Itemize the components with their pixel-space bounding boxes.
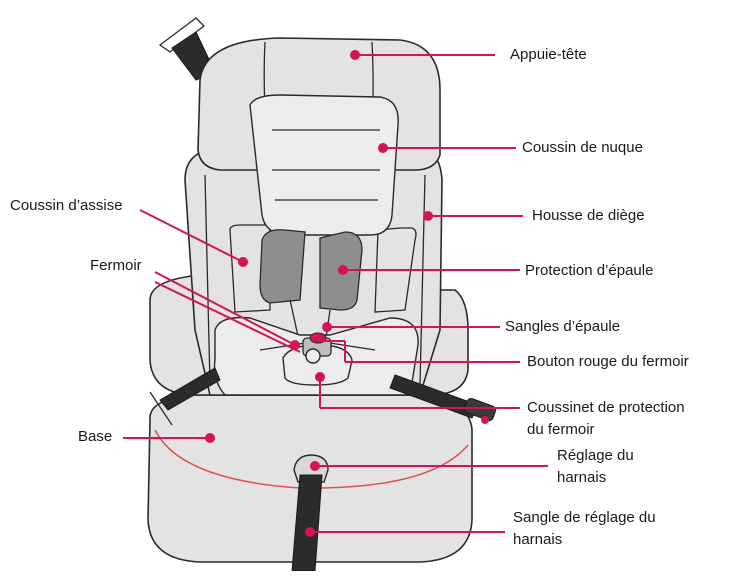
label-clasp: Fermoir	[90, 257, 142, 274]
leader-lines	[123, 50, 548, 537]
label-harness-adjust-line1: Réglage du	[557, 447, 634, 464]
label-harness-strap-line1: Sangle de réglage du	[513, 509, 656, 526]
label-base: Base	[78, 428, 113, 445]
label-headrest: Appuie-tête	[510, 46, 587, 63]
label-shoulder-protection: Protection d’épaule	[525, 262, 654, 279]
label-clasp-red-button: Bouton rouge du fermoir	[527, 353, 689, 370]
label-seat-cushion: Coussin d’assise	[10, 197, 123, 214]
label-shoulder-straps: Sangles d’épaule	[505, 318, 621, 335]
label-clasp-pad-line2: du fermoir	[527, 421, 595, 438]
label-seat-cover: Housse de diège	[532, 207, 645, 224]
neck-cushion-shape	[249, 94, 399, 236]
left-shoulder-protection	[259, 229, 306, 304]
label-harness-strap-line2: harnais	[513, 531, 563, 548]
label-clasp-pad-line1: Coussinet de protection	[527, 399, 685, 416]
label-harness-adjust-line2: harnais	[557, 469, 607, 486]
label-neck-cushion: Coussin de nuque	[522, 139, 643, 156]
right-belt-buckle	[464, 397, 497, 422]
left-side-belt	[159, 367, 221, 411]
